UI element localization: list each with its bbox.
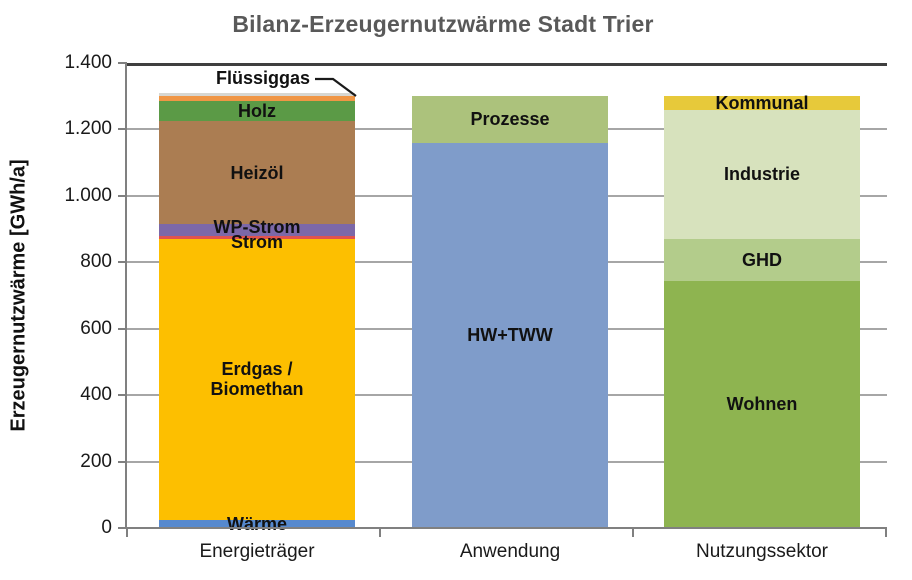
segment-label: Strom [230,232,283,253]
y-tick [118,194,127,197]
y-tick-label: 0 [101,517,112,538]
y-tick [118,460,127,463]
annotation-fluessiggas-label: Flüssiggas [215,68,310,88]
y-tick-label: 200 [80,450,112,472]
segment-label: Kommunal [715,92,809,113]
y-tick-label: 1.200 [64,118,112,140]
segment-label: Wohnen [726,394,798,415]
y-tick [118,394,127,397]
segment-label: Holz [238,101,276,122]
y-tick-label: 1.400 [64,52,112,73]
x-tick [632,528,634,537]
segment-Flüssiggas [159,96,355,102]
segment-Kommunal [664,96,860,110]
segment-Erdgas / [159,239,355,520]
y-tick-label: 600 [80,317,112,339]
leader-line-icon [315,77,357,97]
y-tick-label: 1.000 [64,184,112,206]
category-label: Energieträger [199,541,315,562]
y-tick [118,261,127,264]
segment-WP-Strom [159,224,355,236]
segment-Wohnen [664,280,860,528]
x-tick [126,528,128,537]
segment-label: GHD [742,249,782,270]
segment-Industrie [664,109,860,240]
segment-unlabeled [159,92,355,97]
segment-Prozesse [412,96,608,143]
y-tick [118,62,127,64]
y-tick-label: 800 [80,251,112,273]
segment-Strom [159,235,355,240]
x-tick [379,528,381,537]
y-axis-line [125,63,127,529]
bar-anwendung: HW+TWW Prozesse [412,63,608,528]
segment-label: Erdgas / Biomethan [210,359,304,400]
segment-Wärme [159,519,355,528]
segment-Heizöl [159,121,355,225]
chart-title: Bilanz-Erzeugernutzwärme Stadt Trier [232,11,654,37]
y-tick [118,327,127,330]
category-label: Anwendung [459,541,561,562]
segment-label: Industrie [723,164,800,185]
segment-HW+TWW [412,142,608,528]
y-tick [118,128,127,131]
x-axis-line [127,527,887,529]
y-tick-label: 400 [80,384,112,406]
y-axis-title: Erzeugernutzwärme [GWh/a] [7,159,30,432]
segment-label: Heizöl [230,162,284,183]
segment-label: WP-Strom [213,216,301,237]
y-tick [118,527,127,529]
segment-label: Prozesse [470,109,550,130]
y-axis-title-container: Erzeugernutzwärme [GWh/a] [2,63,36,528]
segment-Holz [159,101,355,122]
category-label: Nutzungssektor [695,541,828,562]
x-tick [885,528,887,537]
bar-nutzungssektor: Wohnen GHD Industrie Kommunal [664,63,860,528]
segment-GHD [664,239,860,281]
segment-label: Wärme [226,513,288,534]
plot-top-border [127,63,887,66]
segment-label: HW+TWW [467,325,553,346]
